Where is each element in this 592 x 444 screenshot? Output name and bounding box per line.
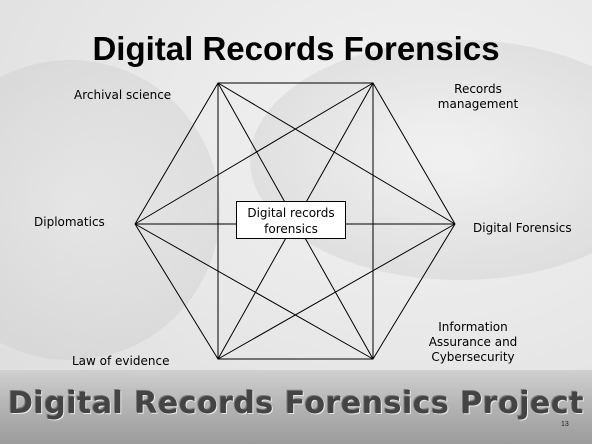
footer-project-title: Digital Records Forensics Project bbox=[8, 386, 584, 421]
center-label-line1: Digital records bbox=[247, 206, 335, 220]
page-number: 13 bbox=[561, 421, 569, 428]
node-archival-science: Archival science bbox=[74, 88, 172, 102]
slide-title: Digital Records Forensics bbox=[92, 30, 500, 67]
node-records-management: Records management bbox=[437, 82, 519, 111]
center-node: Digital records forensics bbox=[236, 201, 346, 239]
footer-band bbox=[0, 370, 592, 444]
node-law-of-evidence: Law of evidence bbox=[72, 354, 170, 368]
background-disc bbox=[250, 40, 592, 280]
connector-line bbox=[134, 82, 374, 225]
node-digital-forensics: Digital Forensics bbox=[473, 221, 572, 235]
connector-line bbox=[217, 82, 456, 225]
node-information-assurance: Information Assurance and Cybersecurity bbox=[428, 320, 518, 364]
connector-line bbox=[217, 223, 456, 360]
node-diplomatics: Diplomatics bbox=[34, 215, 105, 229]
connector-line bbox=[134, 223, 374, 360]
center-label-line2: forensics bbox=[264, 222, 318, 236]
